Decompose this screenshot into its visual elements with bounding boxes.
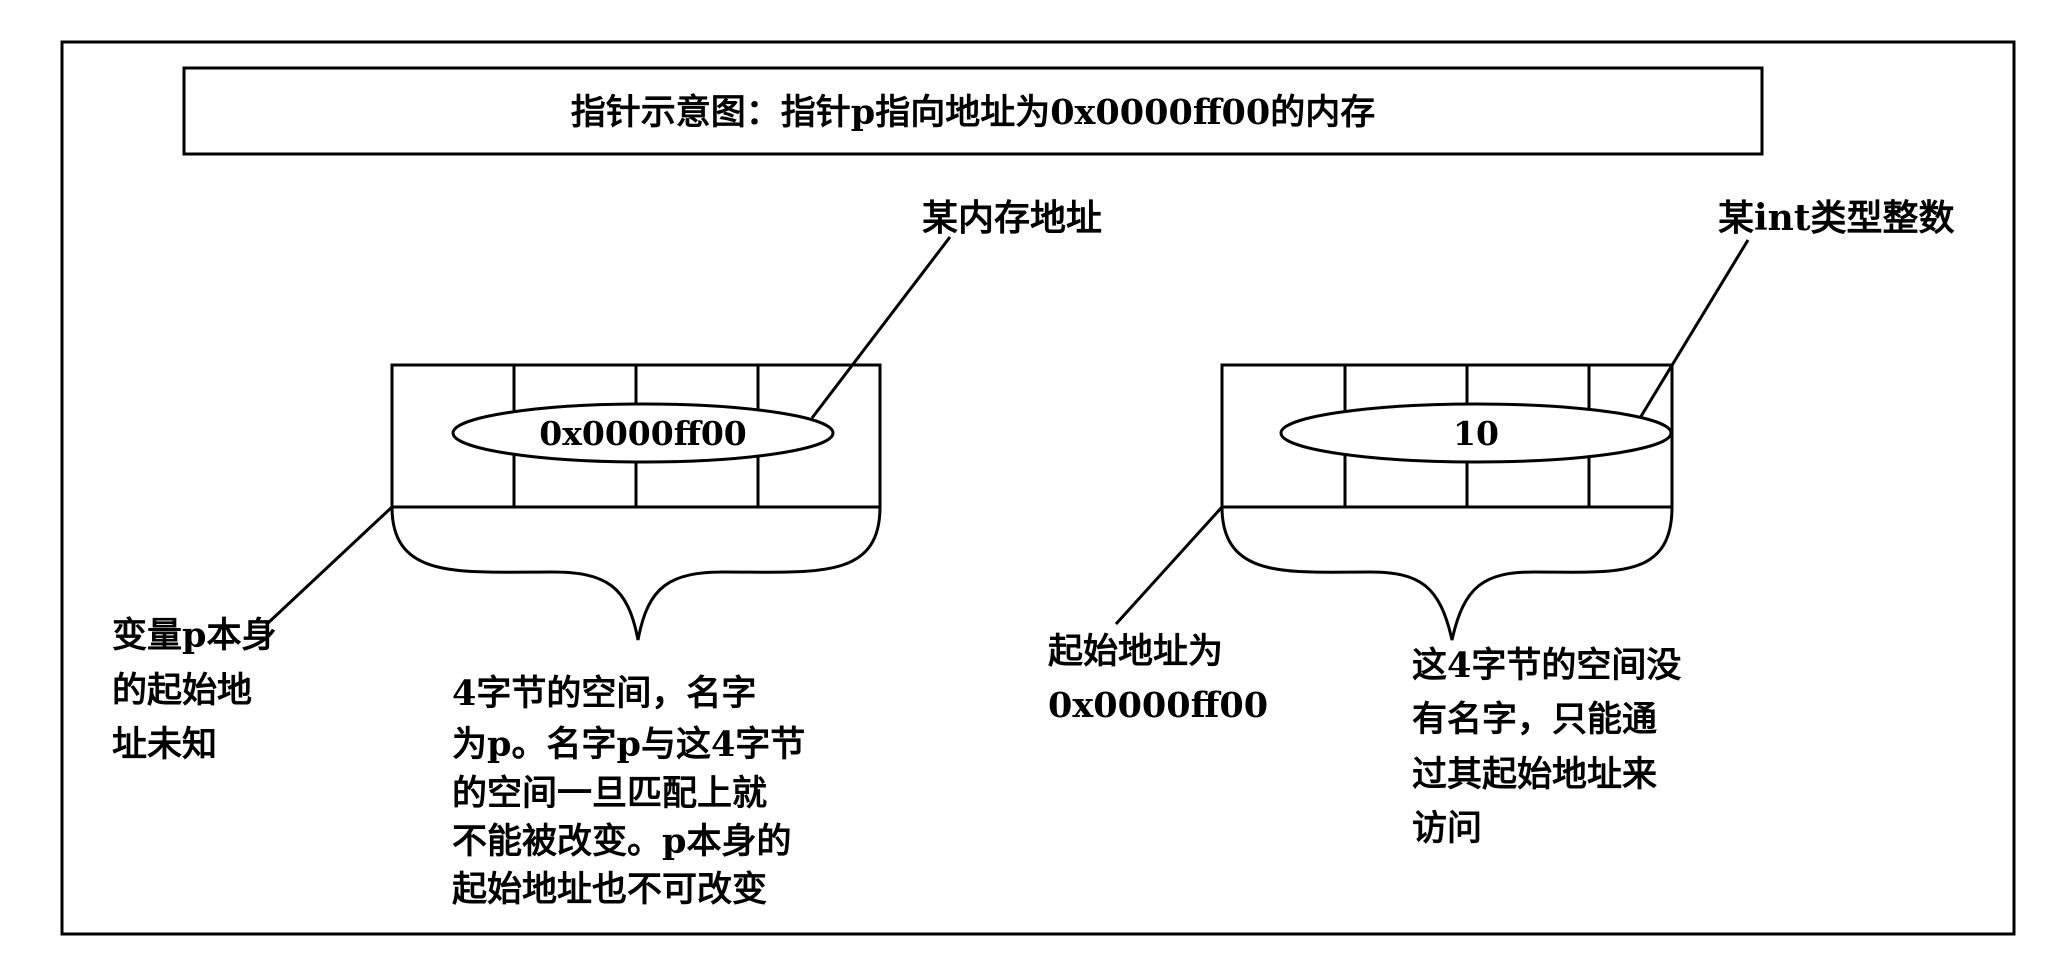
- pointer-space-note: 4字节的空间，名字 为p。名字p与这4字节 的空间一旦匹配上就 不能被改变。p本…: [452, 673, 805, 910]
- target-space-note-line: 这4字节的空间没: [1412, 645, 1681, 686]
- pointer-value-callout: 某内存地址: [922, 197, 1102, 239]
- target-space-note-line: 访问: [1412, 808, 1482, 849]
- pointer-value-leader: [810, 236, 952, 419]
- pointer-address-leader: [266, 505, 394, 625]
- target-address-leader: [1114, 505, 1224, 626]
- pointer-address-note-line: 址未知: [112, 724, 217, 765]
- pointer-address-note-line: 变量p本身: [112, 615, 276, 656]
- target-block: 10 某int类型整数 起始地址为 0x0000ff00 这4字节的空间没 有名…: [1048, 197, 1954, 849]
- pointer-space-note-line: 不能被改变。p本身的: [452, 821, 791, 862]
- pointer-value: 0x0000ff00: [539, 414, 747, 453]
- target-value-leader: [1638, 239, 1750, 419]
- target-address-note-line: 起始地址为: [1048, 631, 1223, 672]
- target-space-brace: [1220, 506, 1674, 641]
- pointer-block: 0x0000ff00 某内存地址 变量p本身 的起始地 址未知 4字节的空间，名…: [112, 197, 1102, 910]
- target-space-note-line: 有名字，只能通: [1412, 699, 1657, 740]
- pointer-address-note-line: 的起始地: [112, 670, 252, 711]
- title-box: [182, 66, 1764, 156]
- diagram-title: 指针示意图：指针p指向地址为0x0000ff00的内存: [571, 92, 1376, 133]
- target-space-note: 这4字节的空间没 有名字，只能通 过其起始地址来 访问: [1412, 645, 1681, 849]
- target-address-note-line: 0x0000ff00: [1048, 685, 1268, 726]
- pointer-space-note-line: 为p。名字p与这4字节: [452, 724, 805, 765]
- outer-frame: [60, 40, 2016, 936]
- pointer-space-note-line: 起始地址也不可改变: [452, 869, 767, 910]
- target-value: 10: [1453, 414, 1499, 453]
- pointer-space-brace: [390, 506, 882, 641]
- pointer-space-note-line: 4字节的空间，名字: [452, 673, 756, 714]
- target-space-note-line: 过其起始地址来: [1412, 754, 1657, 795]
- pointer-value-oval: [451, 402, 835, 464]
- pointer-start-address-note: 变量p本身 的起始地 址未知: [112, 615, 276, 765]
- target-value-oval: [1279, 402, 1673, 464]
- pointer-space-note-line: 的空间一旦匹配上就: [452, 773, 767, 814]
- target-memory-cells: [1220, 363, 1674, 509]
- target-value-callout: 某int类型整数: [1718, 197, 1954, 239]
- target-start-address-note: 起始地址为 0x0000ff00: [1048, 631, 1268, 726]
